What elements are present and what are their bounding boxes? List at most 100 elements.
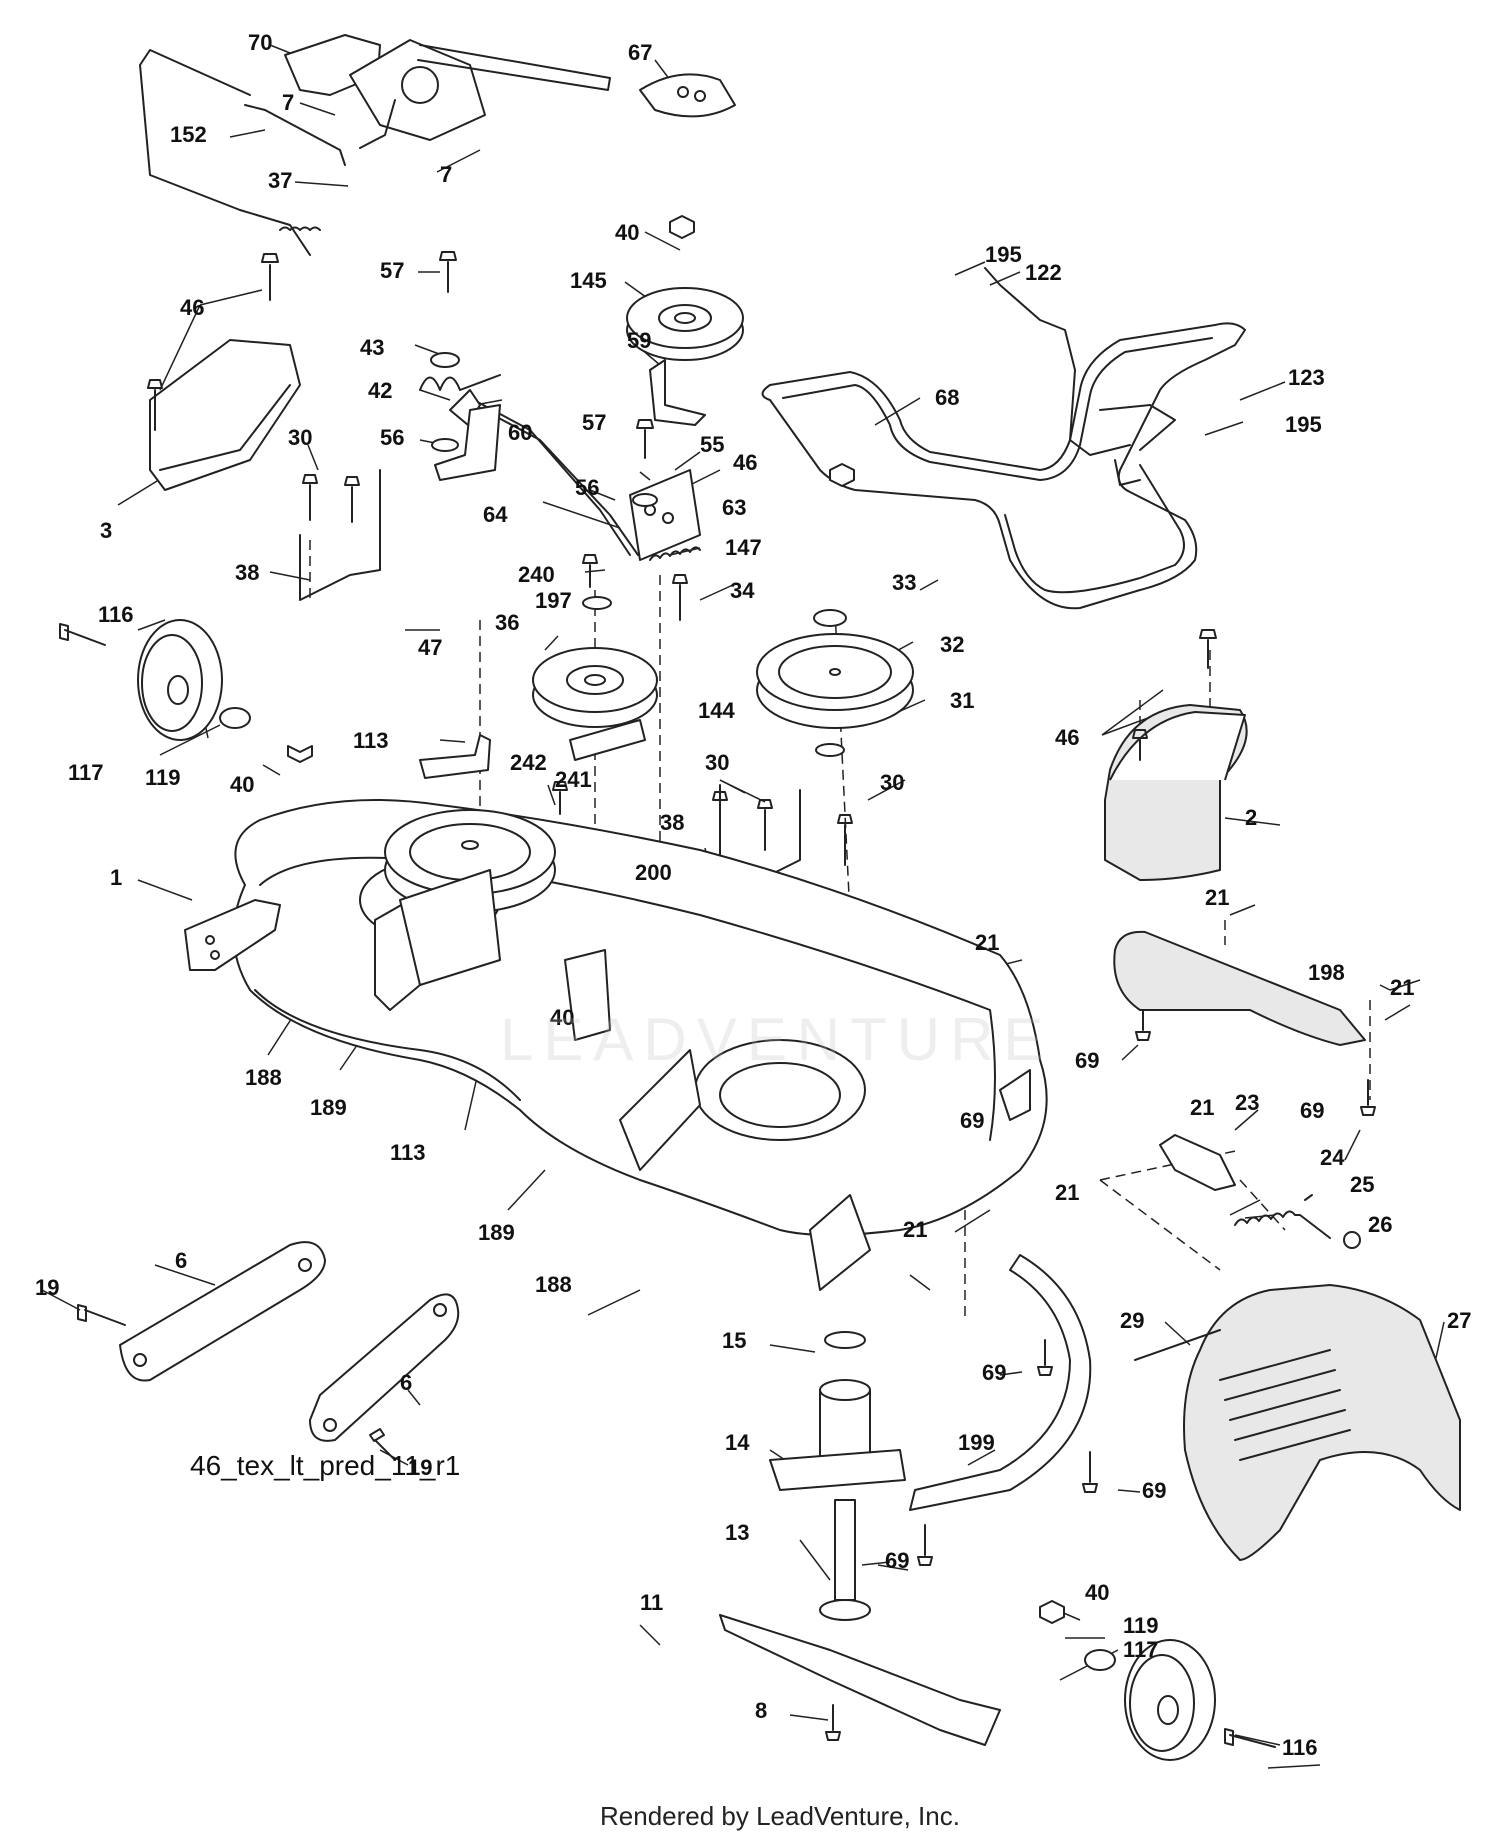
callout-label: 23 xyxy=(1235,1090,1259,1115)
callout-label: 68 xyxy=(935,385,959,410)
callout-label: 46 xyxy=(180,295,204,320)
callout-label: 69 xyxy=(1142,1478,1166,1503)
callout-label: 11 xyxy=(640,1590,663,1615)
callout-label: 30 xyxy=(288,425,312,450)
callout-label: 42 xyxy=(368,378,392,403)
callout-label: 63 xyxy=(722,495,746,520)
gauge-wheel-117-right xyxy=(1084,1639,1216,1761)
blade-11 xyxy=(719,1614,1001,1746)
callout-label: 40 xyxy=(550,1005,574,1030)
callout-label: 147 xyxy=(725,535,762,560)
callout-label: 69 xyxy=(1300,1098,1324,1123)
callout-label: 116 xyxy=(1282,1735,1318,1760)
spindle-housing-14 xyxy=(769,1331,906,1491)
callout-label: 7 xyxy=(440,162,452,187)
callout-label: 195 xyxy=(1285,412,1322,437)
callout-label: 19 xyxy=(408,1455,432,1480)
gauge-wheel-117-left xyxy=(137,619,251,741)
callout-label: 24 xyxy=(1320,1145,1345,1170)
callout-label: 242 xyxy=(510,750,547,775)
callout-label: 38 xyxy=(660,810,684,835)
bracket-47 xyxy=(419,734,491,779)
callout-label: 15 xyxy=(722,1328,746,1353)
callout-label: 19 xyxy=(35,1275,59,1300)
callout-label: 240 xyxy=(518,562,555,587)
bracket-60 xyxy=(434,404,501,481)
callout-label: 13 xyxy=(725,1520,749,1545)
callout-label: 117 xyxy=(68,760,104,785)
drive-belt-68 xyxy=(761,322,1246,610)
callout-label: 123 xyxy=(1288,365,1325,390)
callout-label: 113 xyxy=(353,728,389,753)
callout-label: 8 xyxy=(755,1698,767,1723)
callout-label: 46 xyxy=(733,450,757,475)
callout-label: 152 xyxy=(170,122,207,147)
callout-label: 21 xyxy=(1055,1180,1079,1205)
callout-label: 26 xyxy=(1368,1212,1392,1237)
callout-label: 1 xyxy=(110,865,122,890)
callout-label: 36 xyxy=(495,610,519,635)
callout-label: 34 xyxy=(730,578,755,603)
callout-label: 59 xyxy=(627,328,651,353)
callout-label: 69 xyxy=(885,1548,909,1573)
callout-label: 69 xyxy=(1075,1048,1099,1073)
blade-guard-199 xyxy=(909,1254,1092,1511)
callout-label: 60 xyxy=(508,420,532,445)
callout-label: 189 xyxy=(310,1095,347,1120)
idler-pulley-36 xyxy=(532,647,658,728)
callout-label: 6 xyxy=(175,1248,187,1273)
hanger-bracket-6-left xyxy=(119,1241,326,1382)
callout-label: 43 xyxy=(360,335,384,360)
callout-label: 69 xyxy=(982,1360,1006,1385)
callout-label: 55 xyxy=(700,432,724,457)
callout-label: 21 xyxy=(1190,1095,1214,1120)
bracket-23 xyxy=(1159,1134,1236,1191)
belt-shield-3 xyxy=(149,339,301,491)
callout-label: 14 xyxy=(725,1430,750,1455)
spring-42 xyxy=(419,374,501,391)
callout-label: 113 xyxy=(390,1140,426,1165)
callout-label: 6 xyxy=(400,1370,412,1395)
callout-label: 40 xyxy=(230,772,254,797)
render-credit: Rendered by LeadVenture, Inc. xyxy=(600,1801,960,1831)
hanger-bracket-6-right xyxy=(309,1293,460,1442)
callout-label: 64 xyxy=(483,502,508,527)
callout-label: 47 xyxy=(418,635,442,660)
belt-guide-123 xyxy=(984,267,1176,486)
callout-label: 197 xyxy=(535,588,572,613)
callout-label: 57 xyxy=(582,410,606,435)
callout-label: 30 xyxy=(705,750,729,775)
callout-label: 56 xyxy=(575,475,599,500)
callout-label: 56 xyxy=(380,425,404,450)
idler-pulley-145 xyxy=(626,287,744,361)
idler-bracket-55 xyxy=(629,469,701,561)
callout-label: 117 xyxy=(1123,1637,1159,1662)
deck-brackets xyxy=(374,869,1031,1291)
callout-label: 32 xyxy=(940,632,964,657)
callout-label: 29 xyxy=(1120,1308,1144,1333)
spindle-pulley-32 xyxy=(756,633,914,729)
callout-label: 195 xyxy=(985,242,1022,267)
callout-label: 21 xyxy=(903,1217,927,1242)
callout-label: 21 xyxy=(1390,975,1414,1000)
callout-label: 119 xyxy=(1123,1613,1159,1638)
deflector-198 xyxy=(1113,930,1366,1046)
spring-147 xyxy=(649,546,701,561)
callout-labels: 70 67 7 152 37 7 40 195 122 145 46 57 59… xyxy=(35,30,1471,1760)
callout-label: 30 xyxy=(880,770,904,795)
callout-label: 46 xyxy=(1055,725,1079,750)
callout-label: 57 xyxy=(380,258,404,283)
callout-label: 31 xyxy=(950,688,974,713)
callout-label: 144 xyxy=(698,698,735,723)
callout-label: 145 xyxy=(570,268,607,293)
callout-label: 188 xyxy=(245,1065,282,1090)
callout-label: 3 xyxy=(100,518,112,543)
callout-label: 33 xyxy=(892,570,916,595)
callout-label: 37 xyxy=(268,168,292,193)
callout-label: 38 xyxy=(235,560,259,585)
callout-label: 241 xyxy=(555,767,592,792)
callout-label: 198 xyxy=(1308,960,1345,985)
callout-label: 40 xyxy=(1085,1580,1109,1605)
lift-rod-152 xyxy=(139,49,346,256)
